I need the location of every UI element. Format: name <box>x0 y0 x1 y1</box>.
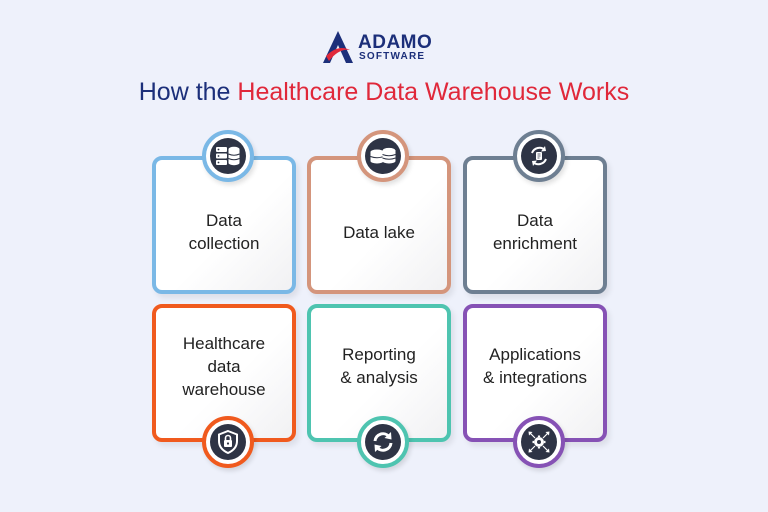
step-card-data-collection: Data collection <box>152 130 296 294</box>
step-card-data-enrichment: Data enrichment <box>463 130 607 294</box>
step-badge <box>202 416 254 468</box>
sync-cycle-icon <box>531 146 547 166</box>
step-card-healthcare-data-warehouse: Healthcare data warehouse <box>152 304 296 468</box>
step-label: Applications & integrations <box>483 345 587 387</box>
company-logo: ADAMO SOFTWARE <box>322 28 462 68</box>
step-card-reporting-analysis: Reporting & analysis <box>307 304 451 468</box>
step-badge <box>513 416 565 468</box>
refresh-arrows-icon <box>373 432 393 452</box>
step-badge <box>357 416 409 468</box>
logo-subtitle: SOFTWARE <box>359 51 426 62</box>
logo-mark-icon <box>323 31 353 63</box>
database-stack-icon <box>370 147 396 164</box>
step-card-applications-integrations: Applications & integrations <box>463 304 607 468</box>
page-title: How the Healthcare Data Warehouse Works <box>0 78 768 107</box>
title-prefix: How the <box>138 78 238 106</box>
logo-name: ADAMO <box>358 32 433 53</box>
gear-network-icon <box>528 431 550 453</box>
step-label: Healthcare data warehouse <box>182 333 266 399</box>
step-badge <box>513 130 565 182</box>
database-server-icon <box>216 146 240 166</box>
shield-lock-icon <box>218 430 238 454</box>
step-label: Data lake <box>343 222 415 242</box>
step-label: Data collection <box>188 211 260 253</box>
step-label: Reporting & analysis <box>340 345 418 387</box>
step-label: Data enrichment <box>492 211 578 253</box>
step-badge <box>202 130 254 182</box>
step-card-data-lake: Data lake <box>307 130 451 294</box>
step-badge <box>357 130 409 182</box>
title-highlight: Healthcare Data Warehouse Works <box>237 78 630 106</box>
